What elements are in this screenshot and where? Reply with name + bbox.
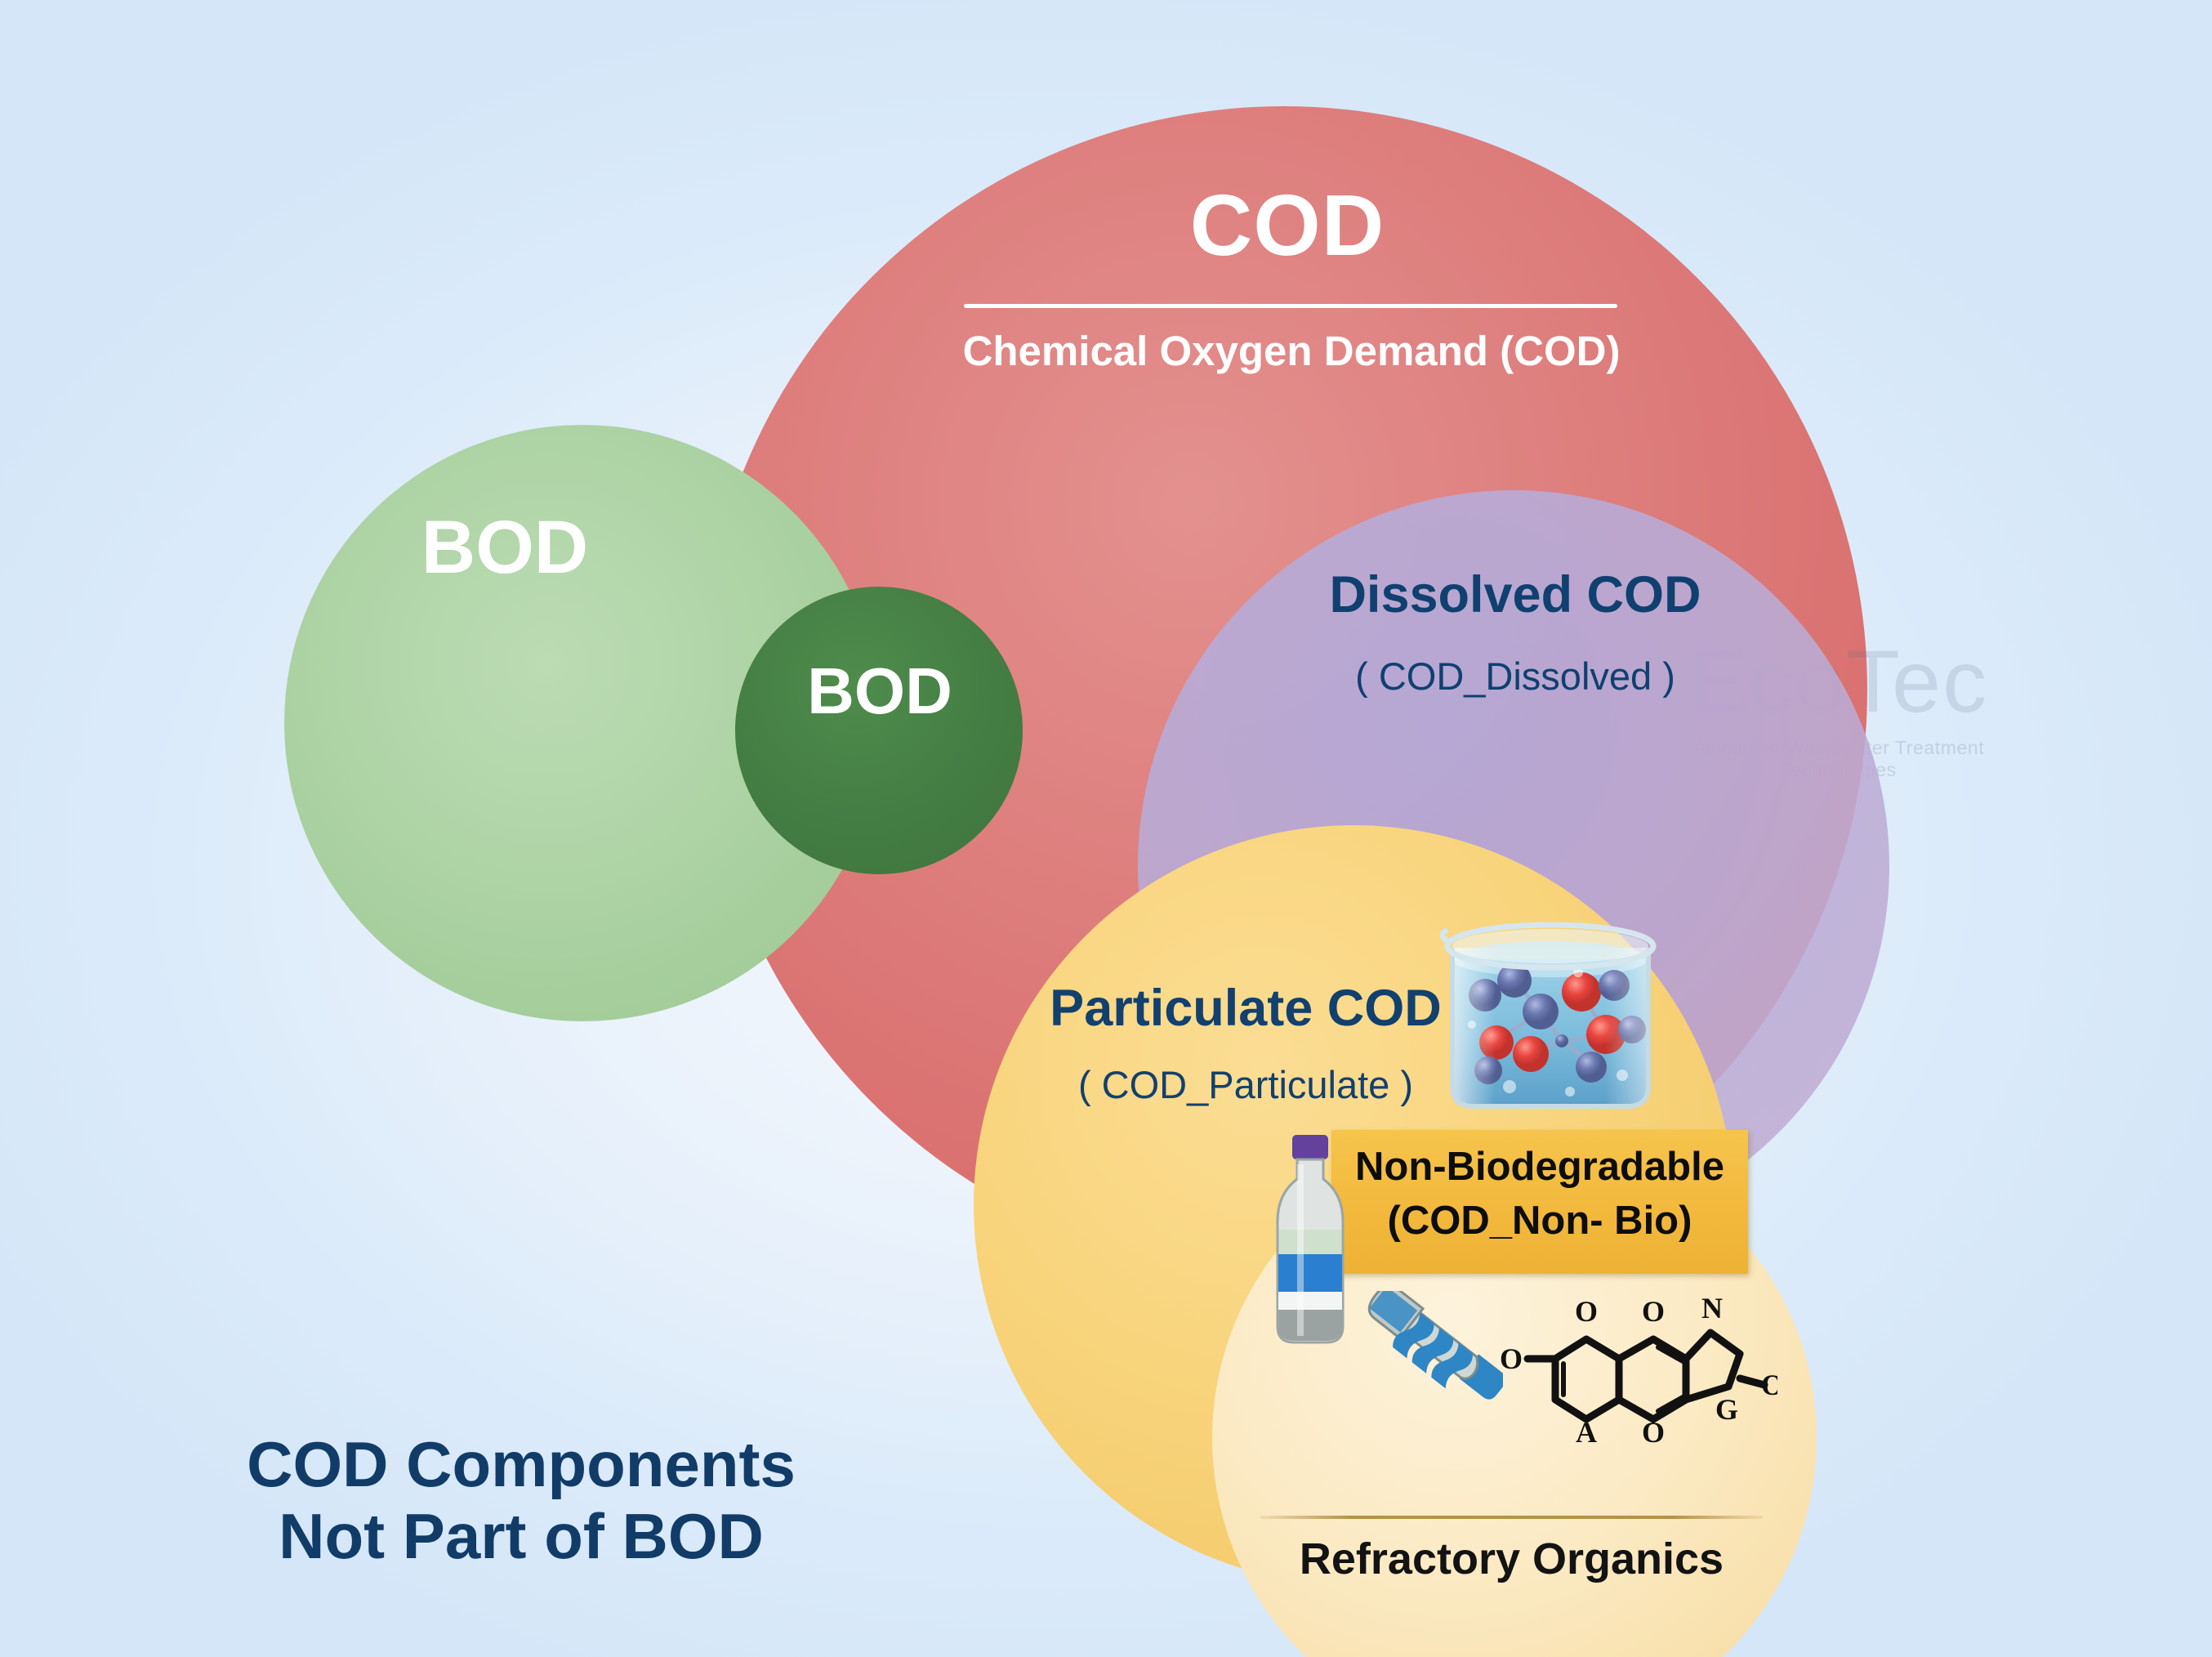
non-biodegradable-line2: (COD_Non- Bio) <box>1387 1199 1692 1243</box>
dissolved-cod-title: Dissolved COD <box>1329 566 1701 623</box>
svg-text:A: A <box>1576 1416 1597 1449</box>
svg-text:O: O <box>1761 1369 1777 1401</box>
non-biodegradable-line1: Non-Biodegradable <box>1355 1145 1724 1189</box>
svg-text:O: O <box>1642 1295 1665 1328</box>
svg-text:O: O <box>1575 1295 1598 1328</box>
bod-large-label: BOD <box>421 506 589 589</box>
svg-text:N: N <box>1701 1292 1723 1324</box>
page-title-line1: COD Components <box>247 1428 796 1500</box>
particulate-cod-title: Particulate COD <box>1050 980 1442 1037</box>
bod-small-label: BOD <box>807 654 952 727</box>
cod-title-divider <box>964 304 1617 308</box>
cod-title: COD <box>1189 177 1385 274</box>
non-biodegradable-plate <box>1331 1130 1748 1274</box>
crushed-plastic-bottle-icon <box>1323 1291 1503 1479</box>
chemical-structure-icon: O N O A G O O O <box>1492 1279 1777 1483</box>
plastic-bottle-icon <box>1264 1132 1356 1351</box>
beaker-with-molecules-icon <box>1418 881 1688 1150</box>
page-title: COD Components Not Part of BOD <box>203 1428 840 1572</box>
svg-text:O: O <box>1642 1416 1665 1449</box>
refractory-divider <box>1260 1516 1763 1519</box>
svg-text:O: O <box>1500 1342 1523 1375</box>
page-title-line2: Not Part of BOD <box>279 1500 764 1573</box>
cod-subtitle: Chemical Oxygen Demand (COD) <box>962 328 1621 374</box>
bod-small-circle <box>735 587 1023 874</box>
refractory-organics-label: Refractory Organics <box>1299 1534 1724 1583</box>
svg-text:G: G <box>1715 1393 1738 1426</box>
particulate-cod-subtitle: ( COD_Particulate ) <box>1077 1063 1414 1106</box>
dissolved-cod-subtitle: ( COD_Dissolved ) <box>1355 654 1675 698</box>
